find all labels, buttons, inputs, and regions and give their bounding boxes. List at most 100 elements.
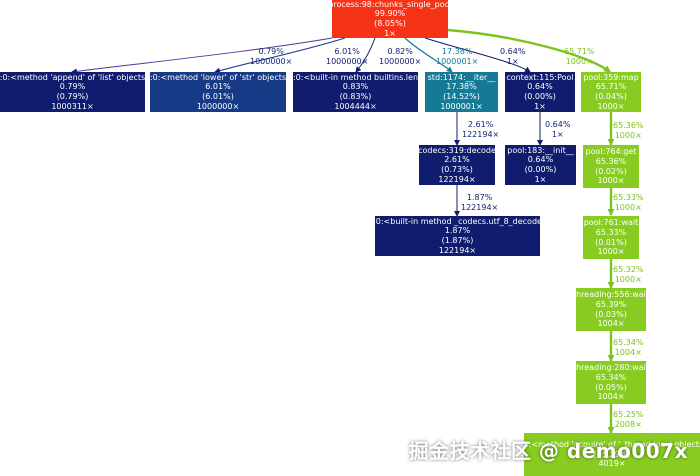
- node-decode-self: (0.73%): [441, 165, 473, 174]
- node-context-self: (0.00%): [524, 92, 556, 101]
- edge-label-thwait556-pct: 65.32%: [613, 265, 644, 274]
- node-init-calls: 1×: [534, 174, 547, 184]
- edge-label-append-pct: 0.79%: [258, 47, 284, 56]
- node-poolwait-name: pool:761:wait: [583, 218, 639, 228]
- node-thwait280-self: (0.05%): [595, 382, 627, 392]
- edge-label-lower-calls: 1000000×: [326, 56, 369, 66]
- node-lower-self: (6.01%): [202, 92, 234, 101]
- node-decode[interactable]: codecs:319:decode 2.61% (0.73%) 122194×: [419, 145, 495, 185]
- node-len-self: (0.83%): [339, 92, 372, 101]
- node-poolmap-total: 65.71%: [595, 82, 627, 92]
- node-init-name: pool:183:__init__: [507, 145, 574, 155]
- edge-label-len: 0.82% 1000000×: [379, 47, 421, 66]
- edge-label-iter-calls: 1000001×: [436, 56, 479, 66]
- node-context[interactable]: context:115:Pool 0.64% (0.00%) 1×: [505, 72, 575, 112]
- node-poolwait-total: 65.33%: [595, 227, 627, 237]
- edge-label-len-pct: 0.82%: [387, 47, 413, 56]
- edge-label-lower: 6.01% 1000000×: [326, 47, 368, 66]
- node-thwait280-name: threading:280:wait: [576, 363, 646, 373]
- edge-process-lower: [214, 37, 346, 74]
- node-utf8-total: 1.87%: [444, 226, 471, 236]
- watermark: 掘金技术社区 @ demo007x: [408, 439, 688, 463]
- edge-label-poolget-pct: 65.36%: [613, 121, 644, 130]
- node-poolmap-name: pool:359:map: [583, 72, 639, 82]
- edge-label-poolget: 65.36% 1000×: [613, 121, 644, 140]
- edge-process-append: [71, 37, 333, 75]
- node-poolmap-self: (0.04%): [595, 92, 627, 101]
- node-process-name: process:98:chunks_single_pool: [332, 0, 448, 9]
- edge-label-context-pct: 0.64%: [500, 47, 526, 56]
- node-decode-total: 2.61%: [444, 155, 470, 165]
- node-len-total: 0.83%: [342, 82, 369, 92]
- node-lower-calls: 1000000×: [196, 101, 240, 111]
- edge-label-thwait556-calls: 1000×: [614, 274, 642, 284]
- edge-label-thwait280-pct: 65.34%: [613, 338, 644, 347]
- edge-label-thwait556: 65.32% 1000×: [613, 265, 644, 284]
- node-thwait556-total: 65.39%: [595, 299, 627, 309]
- edge-label-len-calls: 1000000×: [379, 56, 422, 66]
- node-decode-calls: 122194×: [438, 174, 476, 184]
- node-poolmap-calls: 1000×: [597, 101, 625, 111]
- edge-label-append-calls: 1000000×: [250, 56, 293, 66]
- node-init-total: 0.64%: [527, 155, 554, 165]
- edge-label-acquire-pct: 65.25%: [613, 410, 644, 419]
- edge-label-init-pct: 0.64%: [545, 120, 571, 129]
- node-append-self: (0.79%): [56, 92, 89, 101]
- node-append-name: ~:0:<method 'append' of 'list' objects>: [0, 72, 145, 82]
- edge-label-poolmap-calls: 1000×: [565, 56, 593, 66]
- node-init[interactable]: pool:183:__init__ 0.64% (0.00%) 1×: [505, 145, 576, 185]
- edge-process-context: [424, 37, 531, 73]
- node-append[interactable]: ~:0:<method 'append' of 'list' objects> …: [0, 72, 145, 112]
- edge-label-context-calls: 1×: [506, 56, 519, 66]
- edge-label-poolwait-pct: 65.33%: [613, 193, 644, 202]
- node-iter-self: (14.52%): [443, 92, 480, 101]
- node-len-name: ~:0:<built-in method builtins.len>: [293, 72, 418, 82]
- edge-label-append: 0.79% 1000000×: [250, 47, 292, 66]
- edge-label-poolget-calls: 1000×: [614, 130, 642, 140]
- edge-label-decode: 2.61% 122194×: [462, 120, 499, 139]
- node-poolwait[interactable]: pool:761:wait 65.33% (0.01%) 1000×: [583, 216, 639, 259]
- edge-label-thwait280: 65.34% 1004×: [613, 338, 644, 357]
- node-thwait556[interactable]: threading:556:wait 65.39% (0.03%) 1004×: [576, 288, 646, 331]
- node-context-calls: 1×: [534, 101, 546, 111]
- node-process-total: 99.90%: [374, 9, 406, 19]
- edge-label-init: 0.64% 1×: [545, 120, 570, 139]
- node-poolget[interactable]: pool:764:get 65.36% (0.02%) 1000×: [583, 145, 639, 188]
- edge-label-iter: 17.38% 1000001×: [436, 47, 478, 66]
- node-init-self: (0.00%): [524, 165, 557, 174]
- node-iter[interactable]: std:1174:__iter__ 17.38% (14.52%) 100000…: [425, 72, 498, 112]
- node-thwait280-total: 65.34%: [595, 372, 627, 382]
- node-poolget-total: 65.36%: [595, 156, 627, 166]
- node-process-self: (8.05%): [374, 19, 406, 28]
- node-utf8-name: ~:0:<built-in method _codecs.utf_8_decod…: [375, 216, 540, 226]
- node-utf8[interactable]: ~:0:<built-in method _codecs.utf_8_decod…: [375, 216, 540, 256]
- node-acquire-name: ~:0:<method 'acquire' of '_thread.lock' …: [524, 440, 700, 450]
- edge-process-iter: [404, 37, 453, 73]
- edge-label-lower-pct: 6.01%: [334, 47, 360, 56]
- node-thwait280[interactable]: threading:280:wait 65.34% (0.05%) 1004×: [576, 361, 646, 404]
- edge-label-thwait280-calls: 1004×: [614, 347, 642, 357]
- node-acquire[interactable]: ~:0:<method 'acquire' of '_thread.lock' …: [524, 433, 700, 476]
- edge-label-utf8-calls: 122194×: [461, 202, 499, 212]
- node-context-total: 0.64%: [527, 82, 553, 92]
- edge-label-poolwait: 65.33% 1000×: [613, 193, 644, 212]
- node-len-calls: 1004444×: [334, 101, 377, 111]
- edge-label-poolwait-calls: 1000×: [614, 202, 642, 212]
- node-utf8-self: (1.87%): [441, 236, 474, 245]
- node-context-name: context:115:Pool: [506, 72, 574, 82]
- node-poolmap[interactable]: pool:359:map 65.71% (0.04%) 1000×: [581, 72, 641, 112]
- node-thwait556-name: threading:556:wait: [576, 290, 646, 300]
- node-lower[interactable]: ~:0:<method 'lower' of 'str' objects> 6.…: [150, 72, 286, 112]
- node-utf8-calls: 122194×: [438, 245, 477, 255]
- node-process[interactable]: process:98:chunks_single_pool 99.90% (8.…: [332, 0, 448, 38]
- node-len[interactable]: ~:0:<built-in method builtins.len> 0.83%…: [293, 72, 418, 112]
- node-thwait556-self: (0.03%): [595, 309, 627, 319]
- node-poolget-self: (0.02%): [595, 166, 627, 176]
- edge-process-poolmap: [447, 28, 611, 73]
- node-poolget-calls: 1000×: [597, 176, 625, 186]
- node-poolwait-self: (0.01%): [595, 237, 627, 247]
- edge-label-init-calls: 1×: [551, 129, 564, 139]
- node-append-calls: 1000311×: [51, 101, 94, 111]
- node-acquire-calls: 4019×: [598, 459, 626, 469]
